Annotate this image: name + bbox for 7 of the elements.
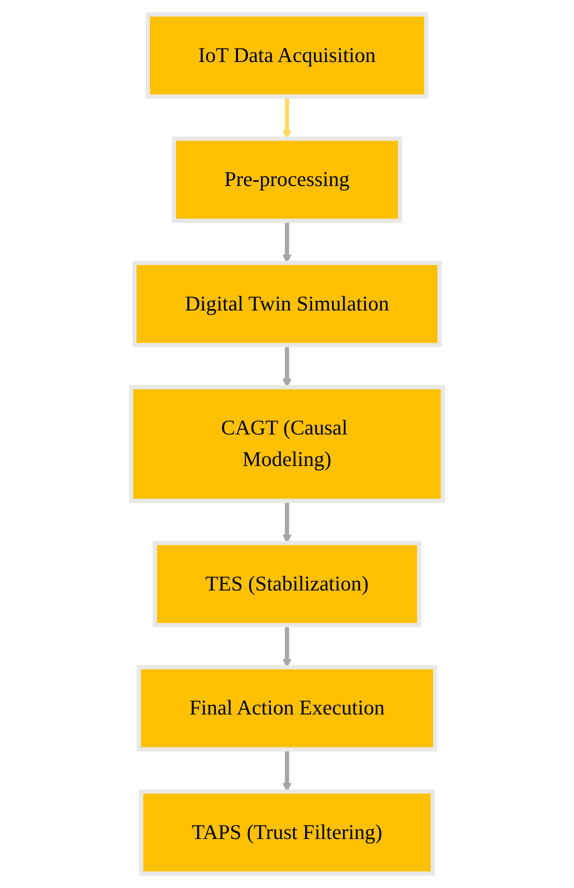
node-box: TAPS (Trust Filtering) — [139, 789, 435, 876]
node-box: CAGT (Causal Modeling) — [129, 385, 445, 503]
node-box: IoT Data Acquisition — [146, 12, 428, 99]
node-box: Pre-processing — [172, 136, 402, 223]
node-box: Final Action Execution — [136, 665, 438, 752]
node-box: TES (Stabilization) — [152, 540, 422, 628]
node-box: Digital Twin Simulation — [132, 260, 442, 348]
